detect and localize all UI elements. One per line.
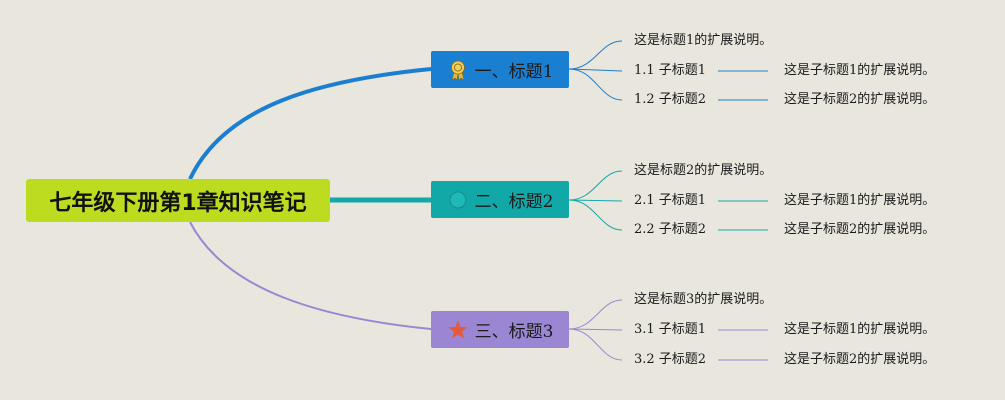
subtopic-2-1[interactable]: 2.1 子标题1	[634, 193, 707, 208]
subtopic-1-1[interactable]: 1.1 子标题1	[634, 63, 707, 78]
connectors-branch-3	[568, 299, 768, 361]
connectors-branch-2	[568, 170, 768, 231]
subtopic-1-1-description: 这是子标题1的扩展说明。	[784, 63, 936, 78]
subtopic-3-2-description: 这是子标题2的扩展说明。	[784, 352, 936, 367]
branch-topic-2[interactable]: 二、标题2	[431, 181, 569, 218]
connectors-branch-1	[568, 40, 768, 101]
root-topic-label: 七年级下册第1章知识笔记	[49, 190, 307, 216]
branch-1-description: 这是标题1的扩展说明。	[634, 33, 773, 48]
subtopic-1-2-description: 这是子标题2的扩展说明。	[784, 92, 936, 107]
branch-topic-3-label: 三、标题3	[474, 322, 554, 342]
circle-icon	[447, 189, 469, 211]
subtopic-2-1-description: 这是子标题1的扩展说明。	[784, 193, 936, 208]
connector-root-branch-1	[188, 67, 432, 180]
branch-topic-3[interactable]: 三、标题3	[431, 311, 569, 348]
star-icon	[447, 319, 469, 341]
subtopic-3-1[interactable]: 3.1 子标题1	[634, 322, 707, 337]
connector-root-branch-3	[189, 221, 432, 330]
subtopic-1-2[interactable]: 1.2 子标题2	[634, 92, 707, 107]
branch-2-description: 这是标题2的扩展说明。	[634, 163, 773, 178]
subtopic-2-2-description: 这是子标题2的扩展说明。	[784, 222, 936, 237]
branch-topic-2-label: 二、标题2	[474, 192, 554, 212]
ribbon-medal-icon	[447, 59, 469, 81]
branch-3-description: 这是标题3的扩展说明。	[634, 292, 773, 307]
subtopic-2-2[interactable]: 2.2 子标题2	[634, 222, 707, 237]
branch-topic-1-label: 一、标题1	[474, 62, 554, 82]
subtopic-3-1-description: 这是子标题1的扩展说明。	[784, 322, 936, 337]
branch-topic-1[interactable]: 一、标题1	[431, 51, 569, 88]
subtopic-3-2[interactable]: 3.2 子标题2	[634, 352, 707, 367]
root-topic[interactable]: 七年级下册第1章知识笔记	[26, 179, 330, 222]
